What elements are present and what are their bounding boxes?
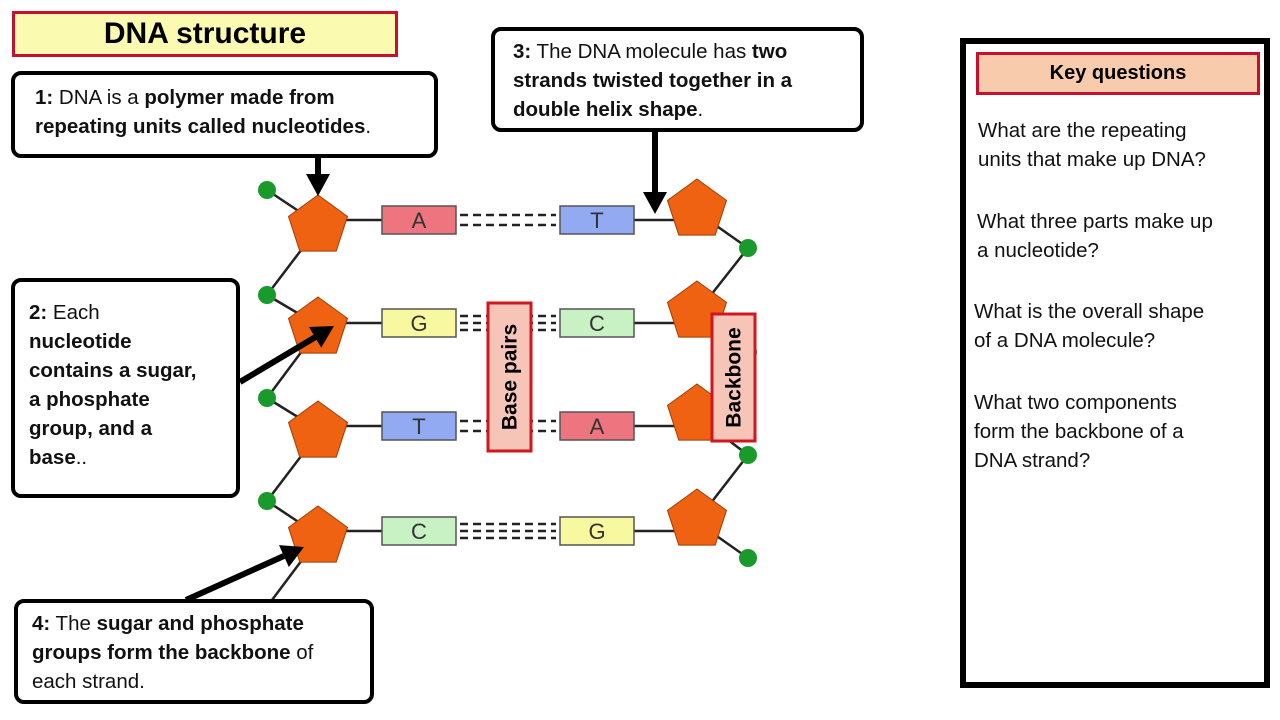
question-2: What three parts make up a nucleotide? (977, 207, 1213, 265)
base-g-left (381, 308, 457, 338)
sugar-pentagon-left (287, 505, 349, 563)
backbone-label: Backbone (723, 327, 746, 427)
callout-2-number: 2: (29, 301, 48, 324)
diagram-labels: Base pairs Backbone (486, 301, 757, 453)
question-1: What are the repeating units that make u… (978, 116, 1206, 174)
question-3-line-1: What is the overall shape (974, 300, 1205, 323)
phosphate-circle-right (739, 239, 757, 257)
callout-2-line-4: a phosphate (29, 388, 150, 411)
base-label-left: T (412, 414, 425, 439)
callout-4: 4: The sugar and phosphate groups form t… (14, 599, 374, 704)
callout-3-bold: two (751, 40, 788, 63)
callout-4-line-3: each strand. (32, 670, 145, 693)
phosphate-circle-right (739, 446, 757, 464)
base-a-left (381, 205, 457, 235)
base-a-right (559, 411, 635, 441)
phosphate-circle-left (258, 389, 276, 407)
base-label-right: A (590, 414, 605, 439)
phosphate-circle-right (739, 549, 757, 567)
backbone-bond (706, 454, 749, 509)
arrow-1-head (306, 174, 330, 196)
callout-1-end: . (365, 115, 372, 138)
question-1-line-1: What are the repeating (978, 119, 1187, 142)
base-pairs-label-box (486, 301, 533, 453)
question-2-line-1: What three parts make up (977, 210, 1213, 233)
base-t-right (559, 205, 635, 235)
base-label-left: G (410, 311, 427, 336)
arrow-3-head (643, 192, 667, 214)
backbone-label-box (710, 312, 757, 443)
question-3-line-2: of a DNA molecule? (974, 329, 1156, 352)
question-1-line-2: units that make up DNA? (978, 148, 1206, 171)
page-title: DNA structure (12, 11, 398, 57)
callout-1-number: 1: (35, 86, 54, 109)
base-pairs-label: Base pairs (499, 324, 522, 430)
base-t-left (381, 411, 457, 441)
callout-3-number: 3: (513, 40, 532, 63)
arrow-4-head (279, 545, 304, 567)
callout-arrows (184, 132, 667, 603)
hydrogen-bonds (460, 213, 556, 540)
phosphate-circle-left (258, 181, 276, 199)
sugar-pentagon-right (666, 178, 728, 236)
base-label-right: T (590, 208, 603, 233)
base-c-right (559, 308, 635, 338)
key-questions-panel: Key questions What are the repeating uni… (960, 38, 1270, 688)
callout-2-line-5: group, and a (29, 417, 152, 440)
callout-4-bold-2: groups form the backbone (32, 641, 291, 664)
sugar-pentagon-left (287, 400, 349, 458)
callout-2-line-3: contains a sugar, (29, 359, 197, 382)
question-2-line-2: a nucleotide? (977, 239, 1099, 262)
callout-2-line-2: nucleotide (29, 330, 132, 353)
phosphate-circle-left (258, 492, 276, 510)
key-questions-header: Key questions (976, 52, 1260, 95)
phosphate-circle-left (258, 286, 276, 304)
callout-3-text: The DNA molecule has (531, 40, 752, 63)
base-label-right: C (589, 311, 605, 336)
callout-3-line-3: double helix shape (513, 98, 698, 121)
callout-4-text-2: of (290, 641, 314, 664)
base-label-right: G (588, 519, 605, 544)
callout-2-text: Each (47, 301, 100, 324)
sugar-pentagon-right (666, 488, 728, 546)
arrow-2-head (308, 326, 334, 348)
callout-1-bold: polymer made from (144, 86, 335, 109)
base-c-left (381, 516, 457, 546)
callout-2-line-6: base (29, 446, 76, 469)
callout-1-text: DNA is a (53, 86, 145, 109)
callout-2-end: .. (75, 446, 88, 469)
callout-1-bold-2: repeating units called nucleotides (35, 115, 366, 138)
callout-2: 2: Each nucleotide contains a sugar, a p… (11, 278, 240, 498)
backbone-bond (706, 247, 749, 301)
arrow-4-shaft (184, 553, 286, 603)
callout-3: 3: The DNA molecule has two strands twis… (491, 27, 864, 132)
callout-4-number: 4: (32, 612, 51, 635)
question-3: What is the overall shape of a DNA molec… (974, 297, 1204, 355)
sugar-pentagon-left (287, 296, 349, 354)
nucleotide-nodes: A T G C T A C G (258, 178, 757, 567)
arrow-2-shaft (238, 334, 317, 385)
callout-4-text: The (50, 612, 97, 635)
base-g-right (559, 516, 635, 546)
callout-3-line-2: strands twisted together in a (513, 69, 793, 92)
callout-3-end: . (697, 98, 704, 121)
question-4: What two components form the backbone of… (974, 388, 1184, 475)
question-4-line-2: form the backbone of a (974, 420, 1184, 443)
callout-4-bold: sugar and phosphate (96, 612, 304, 635)
question-4-line-1: What two components (974, 391, 1177, 414)
question-4-line-3: DNA strand? (974, 449, 1091, 472)
base-label-left: A (412, 208, 427, 233)
callout-1: 1: DNA is a polymer made from repeating … (11, 71, 438, 158)
base-label-left: C (411, 519, 427, 544)
sugar-pentagon-left (287, 194, 349, 252)
